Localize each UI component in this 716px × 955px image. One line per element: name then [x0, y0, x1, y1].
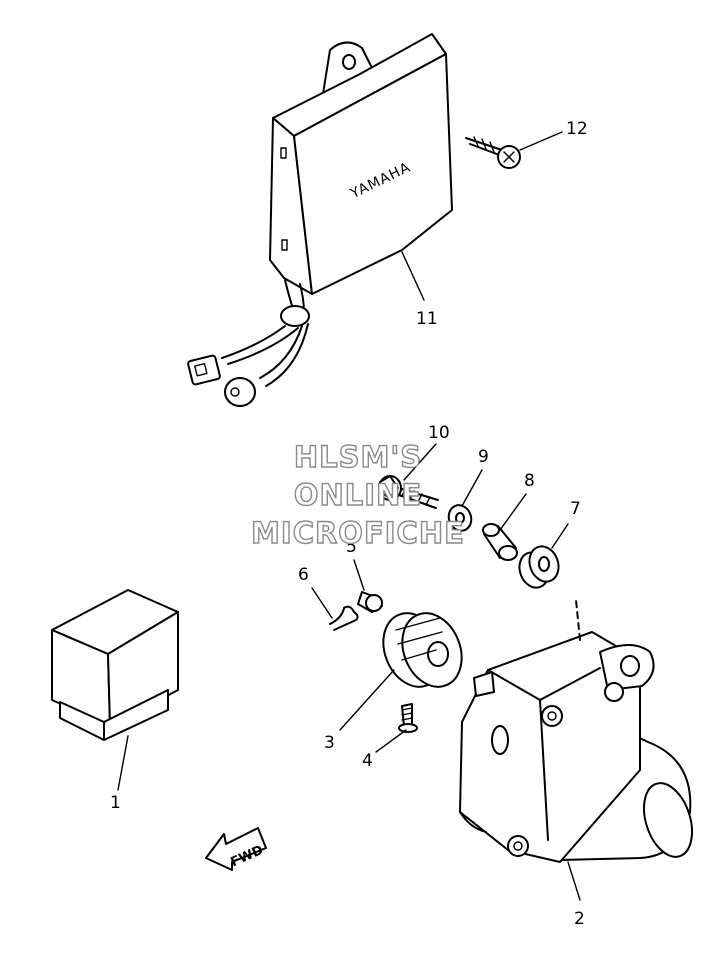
- callout-2: 2: [574, 909, 585, 929]
- fwd-arrow-icon: FWD: [205, 827, 267, 871]
- relay-1: [51, 589, 179, 741]
- leader-lines: [117, 131, 581, 901]
- callout-12: 12: [566, 119, 588, 139]
- washer-9: [447, 504, 473, 532]
- callout-11: 11: [416, 309, 438, 329]
- bolt-10: [378, 475, 439, 509]
- callout-3: 3: [324, 733, 335, 753]
- collar-8: [482, 523, 518, 561]
- clip-6: [329, 605, 359, 631]
- callout-5: 5: [346, 537, 357, 557]
- callout-4: 4: [362, 751, 373, 771]
- plunger-3: [382, 612, 463, 688]
- callout-7: 7: [570, 499, 581, 519]
- control-unit-11: YAMAHA: [187, 33, 453, 407]
- callout-labels: 1 2 3 4 5 6 7 8 9 10 11 12: [110, 119, 588, 929]
- solenoid-2: [459, 599, 693, 863]
- callout-10: 10: [428, 423, 450, 443]
- callout-9: 9: [478, 447, 489, 467]
- callout-1: 1: [110, 793, 121, 813]
- grommet-7: [518, 545, 560, 589]
- screw-12: [465, 136, 521, 169]
- callout-6: 6: [298, 565, 309, 585]
- screw-4: [398, 703, 418, 733]
- pin-5: [357, 591, 383, 613]
- callout-8: 8: [524, 471, 535, 491]
